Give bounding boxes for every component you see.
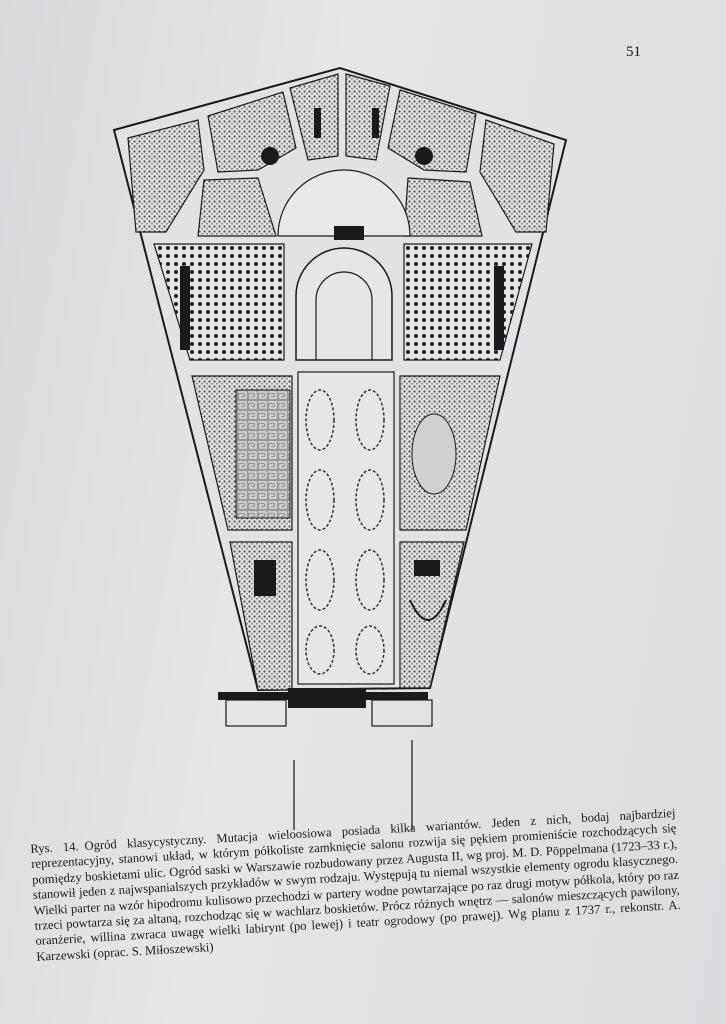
lower-right-boskiet: [399, 541, 465, 689]
page-number: 51: [626, 44, 641, 60]
palace-base: [218, 688, 433, 830]
labyrinth: [235, 389, 291, 519]
hippodrome-parterre: [297, 371, 395, 685]
quincunx-band: [153, 243, 533, 361]
garden-plan-illustration: [112, 66, 568, 830]
central-pavilion: [334, 226, 364, 240]
semicircular-salon: [277, 169, 411, 237]
figure-label: Rys. 14.: [30, 839, 79, 856]
